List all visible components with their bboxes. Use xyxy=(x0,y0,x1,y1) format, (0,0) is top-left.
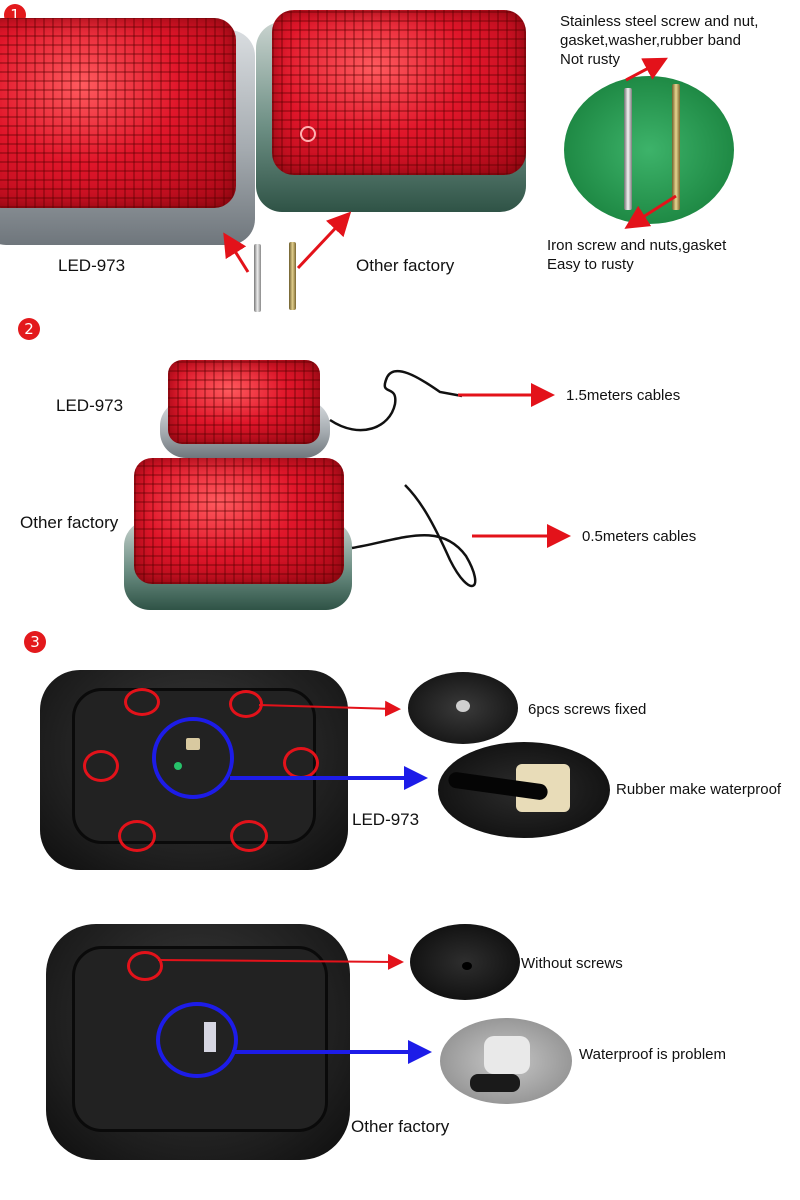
screw-iron-small xyxy=(289,242,296,310)
screw-note-other: Without screws xyxy=(521,955,623,972)
screw-note-led973: 6pcs screws fixed xyxy=(528,701,647,718)
screw-note-good-line2: gasket,washer,rubber band xyxy=(560,32,741,49)
screw-marker xyxy=(124,688,160,716)
seal-closeup-other xyxy=(440,1018,572,1104)
cable-note-top: 1.5meters cables xyxy=(566,387,681,404)
section1-right-label: Other factory xyxy=(356,256,455,275)
cable-note-bottom: 0.5meters cables xyxy=(582,528,697,545)
screw-marker xyxy=(118,820,156,852)
arrow-to-other-screw xyxy=(296,211,352,270)
screw-closeup-other xyxy=(410,924,520,1000)
section3-bottom-label: Other factory xyxy=(351,1117,450,1136)
waterproof-marker xyxy=(156,1002,238,1078)
screw-closeup-led973 xyxy=(408,672,518,744)
arrow-to-screw-closeup-led973 xyxy=(258,700,401,717)
waterproof-note-led973: Rubber make waterproof xyxy=(616,781,782,798)
screw-note-bad-line2: Easy to rusty xyxy=(547,256,634,273)
section2-top-label: LED-973 xyxy=(56,396,124,415)
arrow-to-iron xyxy=(624,194,677,229)
screw-note-bad-line1: Iron screw and nuts,gasket xyxy=(547,237,727,254)
screw-marker xyxy=(127,951,163,981)
screw-note-bad: Iron screw and nuts,gasket Easy to rusty xyxy=(547,236,726,274)
screw-marker xyxy=(229,690,263,718)
arrow-to-led973-screw xyxy=(223,232,250,273)
section1-left-label: LED-973 xyxy=(58,256,126,275)
arrow-to-stainless xyxy=(625,57,668,82)
screw-note-good-line1: Stainless steel screw and nut, xyxy=(560,13,759,30)
section2-bottom-label: Other factory xyxy=(20,513,119,532)
section3-top-label: LED-973 xyxy=(352,810,420,829)
section-badge-2: 2 xyxy=(18,318,40,340)
screw-stainless-small xyxy=(254,244,261,312)
screws-closeup-photo xyxy=(564,76,734,224)
cable-short xyxy=(351,484,477,588)
screw-note-good-line3: Not rusty xyxy=(560,51,621,68)
screw-note-good: Stainless steel screw and nut, gasket,wa… xyxy=(560,12,758,69)
waterproof-note-other: Waterproof is problem xyxy=(579,1046,726,1063)
rubber-closeup-led973 xyxy=(438,742,610,838)
screw-marker xyxy=(83,750,119,782)
screw-marker xyxy=(230,820,268,852)
arrow-to-screw-closeup-other xyxy=(157,953,404,970)
waterproof-marker xyxy=(152,717,234,799)
section-badge-3: 3 xyxy=(24,631,46,653)
cable-long xyxy=(329,369,463,432)
